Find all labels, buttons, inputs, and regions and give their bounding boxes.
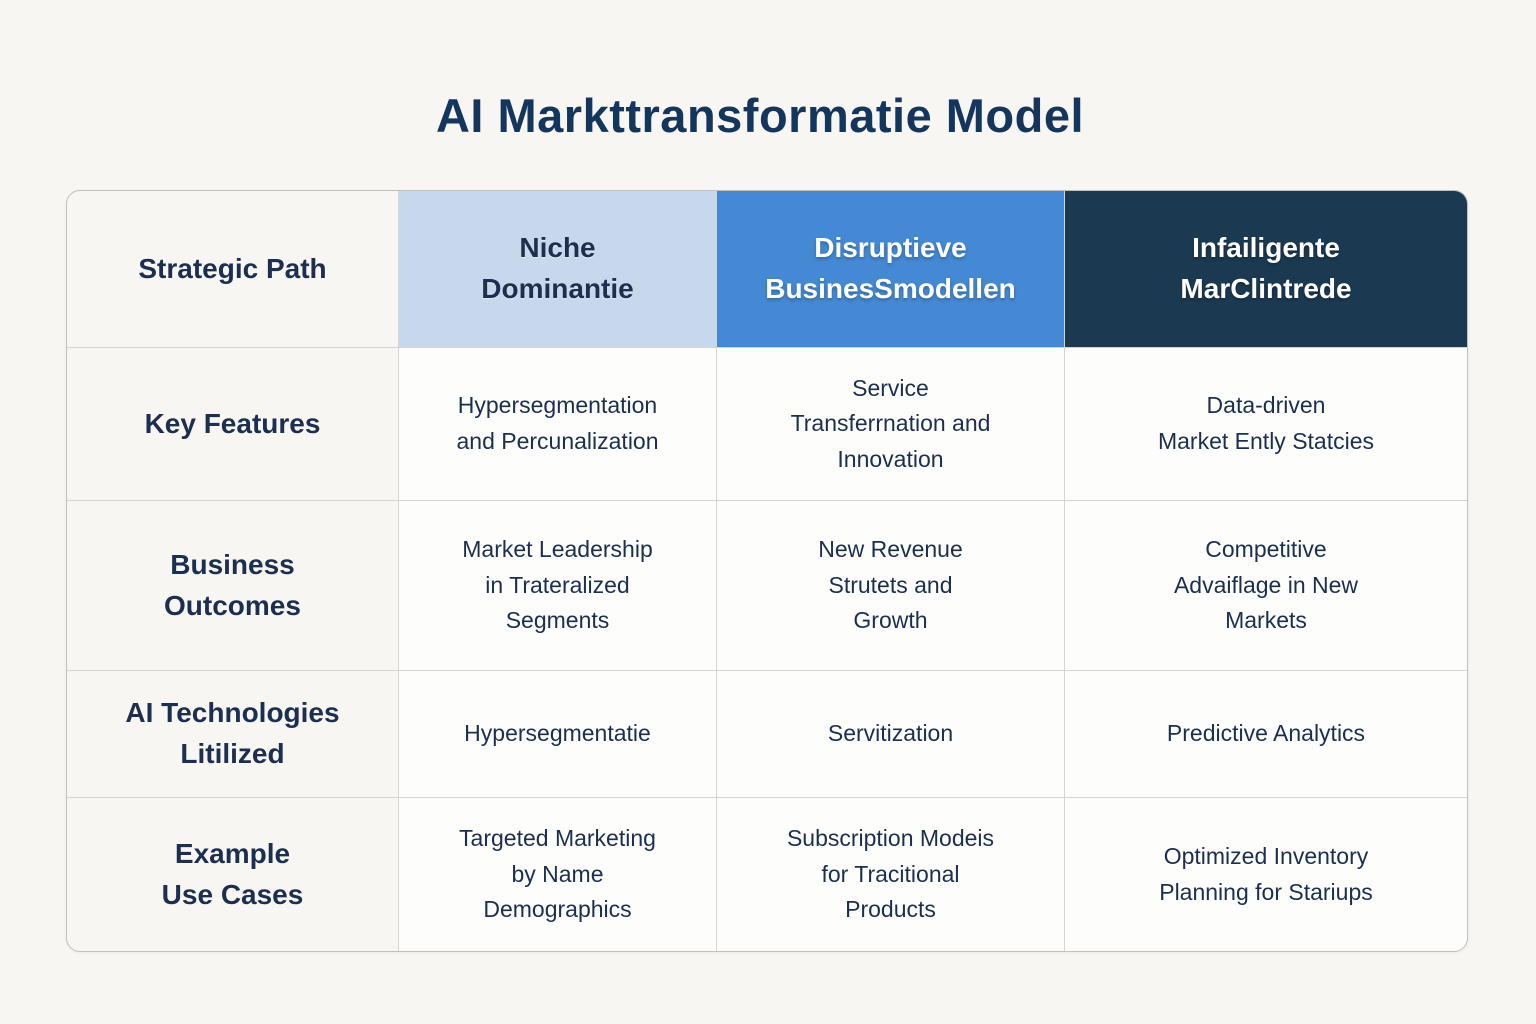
cell-key-features-intelligent: Data-driven Market Ently Statcies [1065, 348, 1467, 500]
cell-example-use-cases-niche: Targeted Marketing by Name Demographics [399, 798, 716, 951]
cell-business-outcomes-disruptive: New Revenue Strutets and Growth [717, 501, 1064, 670]
row-label-example-use-cases: Example Use Cases [67, 798, 398, 951]
cell-ai-technologies-intelligent: Predictive Analytics [1065, 671, 1467, 797]
cell-business-outcomes-niche: Market Leadership in Trateralized Segmen… [399, 501, 716, 670]
cell-ai-technologies-disruptive: Servitization [717, 671, 1064, 797]
column-header-infailigente-marclintrede: Infailigente MarClintrede [1065, 191, 1467, 347]
row-label-business-outcomes: Business Outcomes [67, 501, 398, 670]
column-header-disruptieve-businessmodellen: Disruptieve BusinesSmodellen [717, 191, 1064, 347]
cell-example-use-cases-intelligent: Optimized Inventory Planning for Stariup… [1065, 798, 1467, 951]
cell-ai-technologies-niche: Hypersegmentatie [399, 671, 716, 797]
column-header-niche-dominantie: Niche Dominantie [399, 191, 716, 347]
row-label-ai-technologies: AI Technologies Litilized [67, 671, 398, 797]
comparison-table: Strategic Path Niche Dominantie Disrupti… [66, 190, 1468, 952]
row-label-key-features: Key Features [67, 348, 398, 500]
cell-key-features-disruptive: Service Transferrnation and Innovation [717, 348, 1064, 500]
cell-example-use-cases-disruptive: Subscription Modeis for Tracitional Prod… [717, 798, 1064, 951]
corner-header-strategic-path: Strategic Path [67, 191, 398, 347]
cell-key-features-niche: Hypersegmentation and Percunalization [399, 348, 716, 500]
cell-business-outcomes-intelligent: Competitive Advaiflage in New Markets [1065, 501, 1467, 670]
page-title: AI Markttransformatie Model [435, 89, 1085, 142]
